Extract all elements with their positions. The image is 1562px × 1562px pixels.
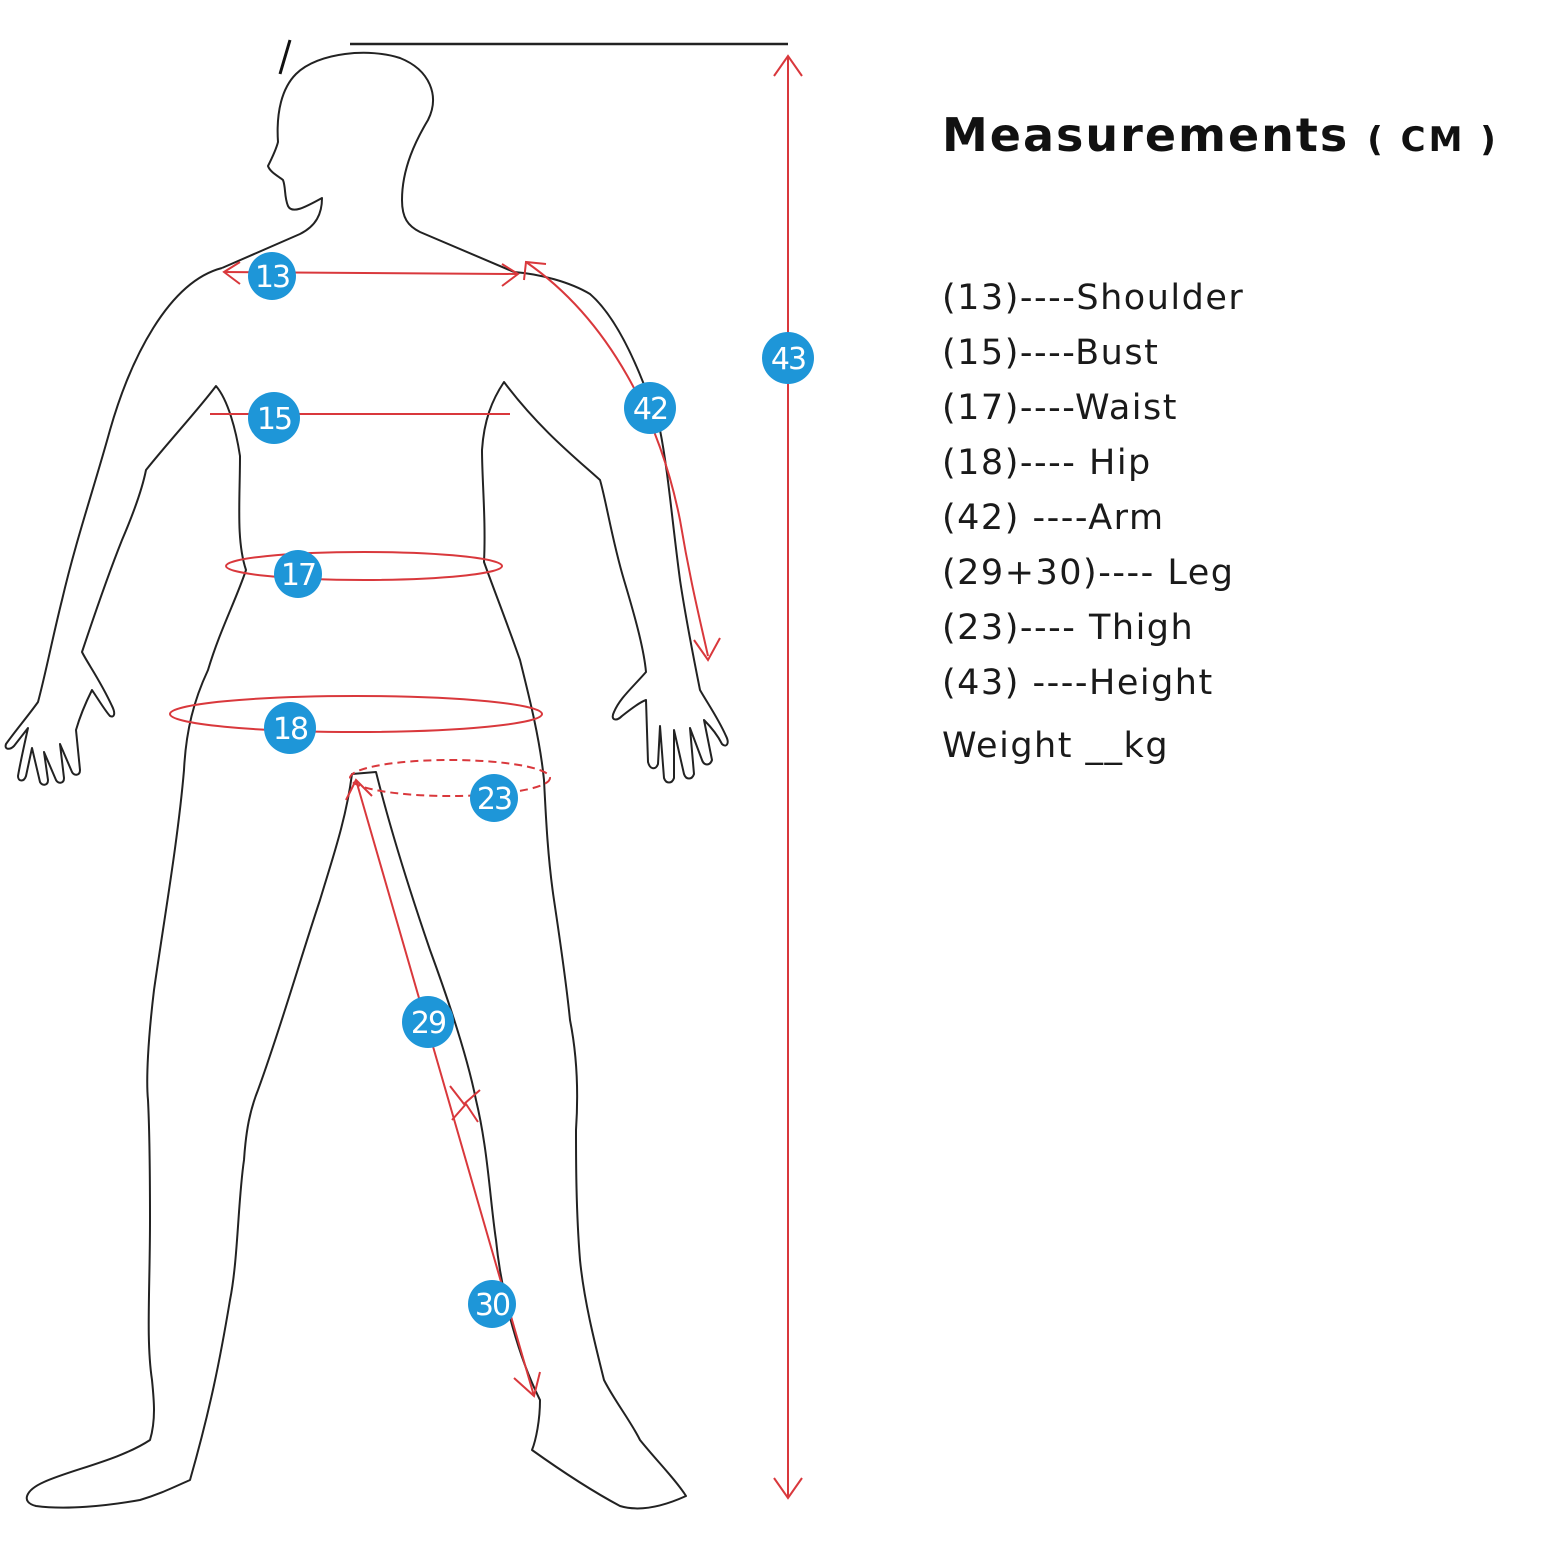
arm-arrow-top [523, 260, 547, 281]
title-main: Measurements [942, 108, 1350, 162]
shoulder-arrow-right [501, 263, 520, 287]
badge-bust: 15 [248, 392, 300, 444]
badge-arm: 42 [624, 382, 676, 434]
badge-bust-label: 15 [257, 402, 291, 437]
thigh-ellipse [349, 759, 551, 797]
legend-item-leg: (29+30)---- Leg [942, 551, 1244, 606]
badge-height: 43 [762, 332, 814, 384]
badge-thigh: 23 [470, 774, 518, 822]
legend-sep: ---- [1019, 333, 1076, 373]
badge-lower-leg: 30 [468, 1280, 516, 1328]
head-outline [221, 51, 515, 273]
shoulder-arrow-left [222, 261, 241, 285]
badge-thigh-label: 23 [477, 782, 511, 817]
legend-sep: ---- [1019, 663, 1090, 703]
legend-item-hip: (18)---- Hip [942, 441, 1244, 496]
legend-item-waist: (17)----Waist [942, 386, 1244, 441]
arm-arrow-bottom [693, 637, 721, 662]
legend-code: (18) [942, 443, 1020, 483]
legend-sep: ---- [1019, 608, 1090, 648]
legend-sep: ---- [1019, 498, 1089, 538]
badge-upper-leg: 29 [402, 996, 454, 1048]
badge-waist: 17 [274, 550, 322, 598]
legend-code: (15) [942, 333, 1020, 373]
legend-item-arm: (42) ----Arm [942, 496, 1244, 551]
hip-ellipse [169, 695, 543, 733]
badge-shoulder-label: 13 [255, 260, 289, 295]
head-top-mark [278, 39, 292, 75]
legend-code: (23) [942, 608, 1020, 648]
figure-outline [4, 267, 729, 1510]
legend-code: (42) [942, 498, 1020, 538]
leg-arrow-top [345, 778, 373, 801]
height-arrow-bottom [773, 1477, 803, 1500]
badge-hip-label: 18 [273, 712, 308, 747]
legend-label: Leg [1167, 553, 1235, 593]
legend-sep: ---- [1019, 443, 1090, 483]
body-outline [4, 51, 729, 1510]
legend-sep: ---- [1098, 553, 1168, 593]
legend-label: Height [1089, 663, 1214, 703]
legend-label: Waist [1074, 388, 1178, 428]
leg-knee-mark [449, 1085, 481, 1123]
legend-item-weight: Weight __kg [942, 726, 1170, 766]
legend-label: Bust [1075, 333, 1160, 373]
badge-upper-leg-label: 29 [411, 1006, 445, 1041]
legend-item-height: (43) ----Height [942, 661, 1244, 716]
legend-code: (43) [942, 663, 1020, 703]
legend-item-bust: (15)----Bust [942, 331, 1244, 386]
legend-label: Shoulder [1076, 278, 1245, 318]
legend-label: Hip [1089, 443, 1152, 483]
waist-ellipse [225, 551, 503, 581]
legend-code: (29+30) [942, 553, 1099, 593]
badge-hip: 18 [264, 702, 316, 754]
badge-height-label: 43 [771, 342, 805, 377]
arm-line [525, 261, 709, 657]
legend-sep: ---- [1019, 278, 1077, 318]
title-unit: ( CM ) [1367, 120, 1499, 160]
legend-code: (17) [942, 388, 1020, 428]
measurement-legend: (13)----Shoulder (15)----Bust (17)----Wa… [942, 276, 1244, 779]
legend-item-thigh: (23)---- Thigh [942, 606, 1244, 661]
measurements-title: Measurements ( CM ) [942, 108, 1499, 162]
leg-arrow-bottom [513, 1371, 541, 1398]
legend-label: Arm [1088, 498, 1165, 538]
legend-sep: ---- [1019, 388, 1075, 428]
legend-item-shoulder: (13)----Shoulder [942, 276, 1244, 331]
badge-shoulder: 13 [248, 252, 296, 300]
legend-code: (13) [942, 278, 1020, 318]
badge-lower-leg-label: 30 [475, 1288, 510, 1323]
badge-waist-label: 17 [281, 558, 315, 593]
height-arrow-top [773, 54, 803, 77]
badges: 13 15 17 18 23 29 30 42 [248, 252, 814, 1328]
legend-label: Thigh [1089, 608, 1195, 648]
badge-arm-label: 42 [633, 392, 667, 427]
